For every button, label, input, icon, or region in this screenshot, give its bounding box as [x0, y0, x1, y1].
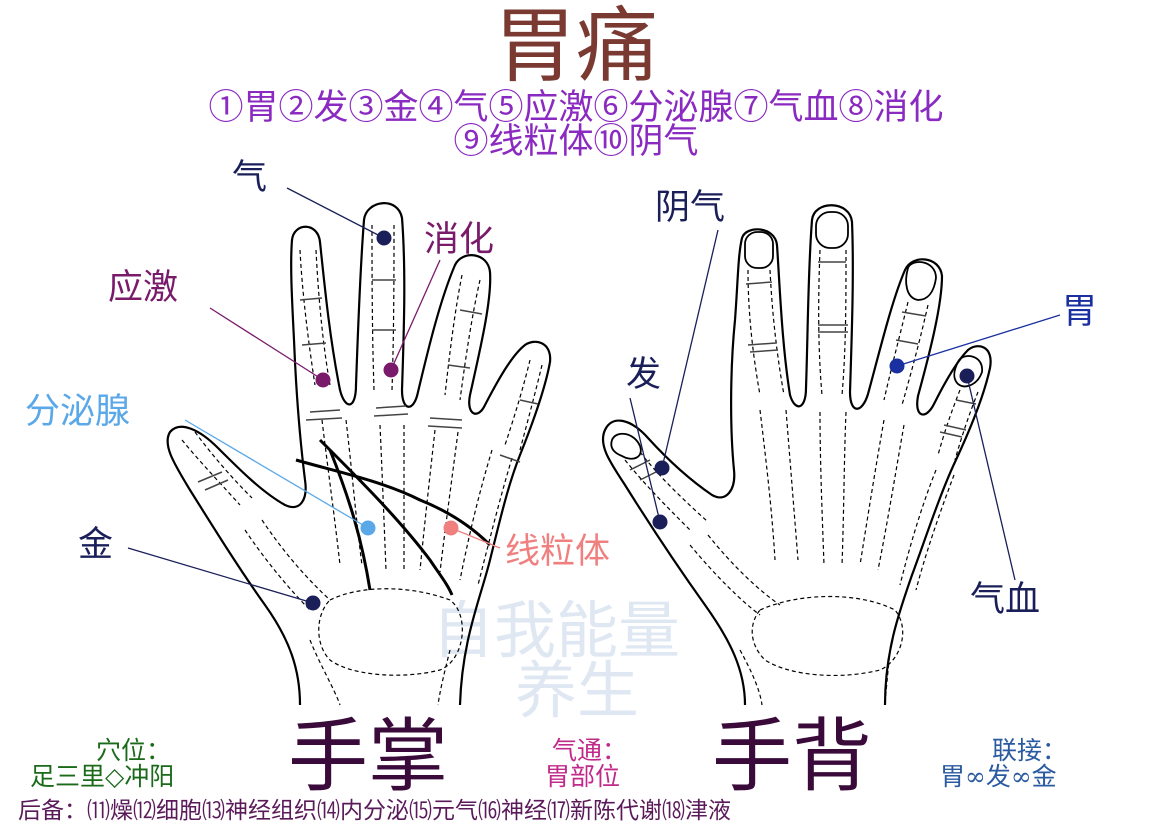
qitong-value: 胃部位	[545, 762, 621, 791]
qitong-label: 气通：	[552, 736, 628, 765]
palm-joint-marks	[197, 279, 539, 491]
point-legend-line-2: ⑨线粒体⑩阴气	[453, 122, 699, 162]
leader-lines	[127, 187, 1061, 604]
xuewei-label: 穴位：	[96, 736, 172, 765]
caption-palm: 手掌	[288, 710, 448, 803]
label-fa: 发	[626, 355, 662, 395]
palm-lines	[295, 438, 492, 596]
point-xiaohua	[383, 362, 399, 378]
palm-hand-outline	[166, 202, 552, 706]
point-wei	[889, 358, 905, 374]
lianjie-value: 胃∞发∞金	[940, 762, 1057, 791]
label-xiaohua: 消化	[424, 220, 495, 260]
watermark-line-2: 养生	[515, 654, 640, 727]
back-nails	[610, 211, 983, 460]
houbei-line: 后备：⑾燥⑿细胞⒀神经组织⒁内分泌⒂元气⒃神经⒄新陈代谢⒅津液	[18, 798, 731, 824]
point-jin	[305, 595, 321, 611]
xuewei-value: 足三里◇冲阳	[30, 762, 175, 791]
acupoints	[305, 230, 975, 611]
point-yingji	[315, 372, 331, 388]
label-qi: 气	[232, 158, 268, 198]
label-yingji: 应激	[108, 268, 179, 308]
point-fenmixian	[360, 520, 376, 536]
caption-back: 手背	[712, 710, 872, 803]
diagram-title: 胃痛	[493, 0, 658, 94]
point-xianliti	[443, 520, 459, 536]
point-fa	[652, 514, 668, 530]
label-wei: 胃	[1062, 292, 1098, 332]
label-yinqi: 阴气	[655, 188, 726, 228]
point-qi	[376, 230, 392, 246]
palm-finger-bones	[181, 224, 543, 706]
label-fenmixian: 分泌腺	[25, 392, 131, 432]
label-jin: 金	[78, 525, 114, 565]
back-finger-bones	[624, 249, 979, 706]
back-hand-outline	[601, 204, 992, 706]
label-xianliti: 线粒体	[505, 532, 611, 572]
point-legend-line-1: ①胃②发③金④气⑤应激⑥分泌腺⑦气血⑧消化	[208, 88, 944, 128]
watermark-line-1: 自我能量	[432, 594, 681, 667]
lianjie-label: 联接：	[992, 736, 1068, 765]
point-yinqi	[654, 460, 670, 476]
point-qixue	[959, 368, 975, 384]
label-qixue: 气血	[970, 580, 1041, 620]
